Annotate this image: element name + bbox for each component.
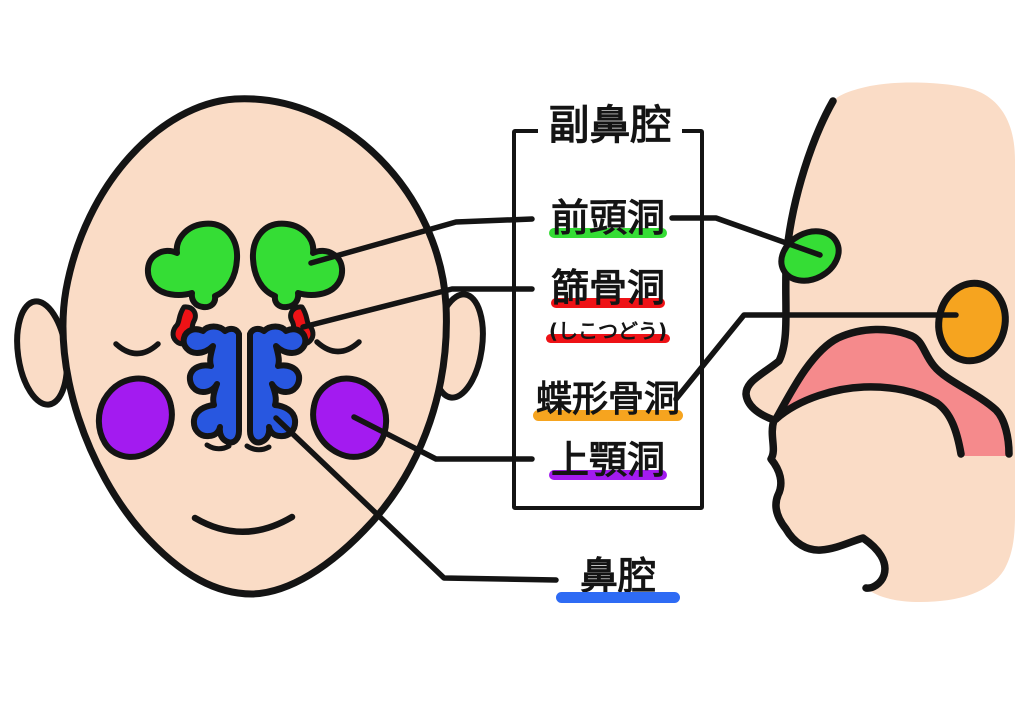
ethmoid-sinus-left-shape: [170, 304, 198, 347]
left-eye: [113, 341, 161, 357]
maxillary-sinus-left-shape: [95, 375, 175, 460]
maxillary-sinus-right-shape: [310, 375, 390, 460]
label-ethmoid-sinus-underline: [551, 298, 665, 308]
right-eye: [314, 339, 362, 355]
sphenoid-sinus-profile-shape: [935, 279, 1009, 365]
right-nostril: [244, 443, 272, 453]
frontal-sinus-profile-shape: [778, 228, 842, 284]
label-nasal-cavity-underline: [556, 592, 680, 603]
label-frontal-sinus-underline: [549, 228, 667, 238]
frontal-sinus-left-shape: [145, 220, 241, 311]
ethmoid-sinus-right-shape: [288, 304, 316, 347]
frontal-sinus-right-shape: [249, 220, 345, 311]
legend-title: 副鼻腔: [538, 101, 682, 149]
sphenoid-pointer: [673, 312, 959, 402]
right-ear: [430, 291, 486, 401]
label-ethmoid-reading-underline: [546, 334, 670, 343]
label-frontal-sinus: 前頭洞: [549, 196, 667, 240]
nasal-cavity-right-shape: [247, 323, 309, 446]
label-ethmoid-sinus: 篩骨洞: [550, 266, 665, 310]
pharynx-upper-outline: [772, 325, 1013, 458]
pharynx-shape: [776, 329, 1009, 456]
label-maxillary-sinus: 上顎洞: [549, 438, 667, 482]
frontal-pointer-left: [308, 216, 535, 266]
profile-illustration: [742, 82, 1015, 602]
left-nostril: [204, 442, 232, 452]
label-maxillary-sinus-underline: [549, 470, 667, 480]
front-face-illustration: [14, 95, 486, 598]
profile-face-outline: [742, 97, 889, 592]
mouth: [191, 513, 296, 535]
left-ear: [14, 298, 70, 408]
pharynx-lower-outline: [772, 383, 965, 458]
label-sphenoid-sinus: 蝶形骨洞: [512, 379, 704, 421]
nasal-cavity-left-shape: [180, 323, 242, 446]
label-ethmoid-reading: (しこつどう): [512, 320, 704, 343]
ethmoid-pointer: [300, 286, 535, 330]
profile-head: [746, 82, 1015, 602]
maxillary-pointer: [351, 414, 535, 462]
head-outline: [59, 95, 450, 598]
label-sphenoid-sinus-underline: [533, 410, 683, 421]
label-nasal-cavity: 鼻腔: [548, 556, 688, 603]
